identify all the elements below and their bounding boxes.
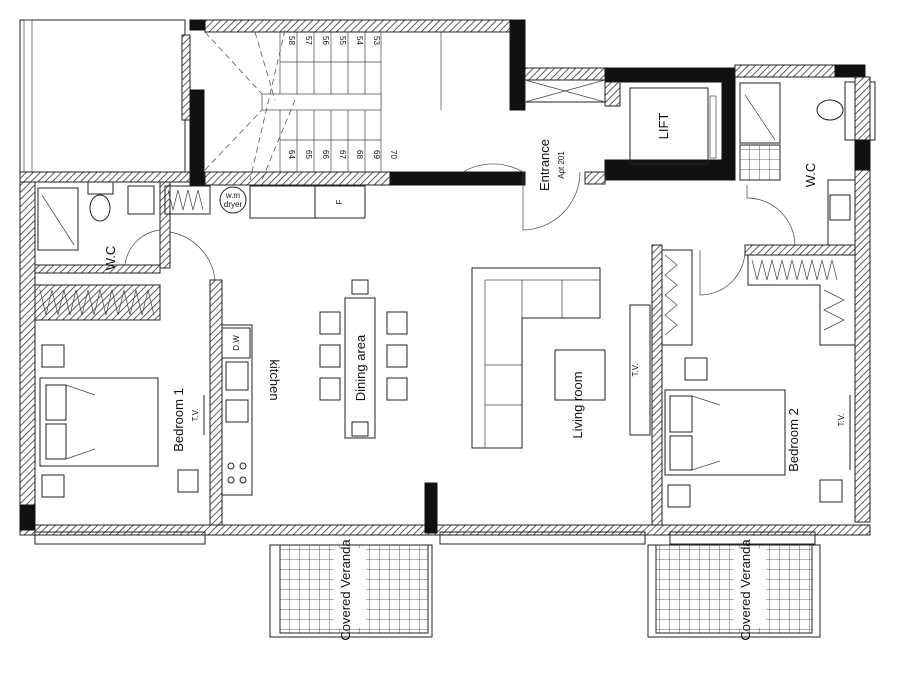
wc-left-label: W.C [103, 246, 118, 271]
stair-number: 54 [355, 36, 364, 45]
bedroom-2: T.V. Bedroom 2 [651, 244, 856, 526]
stair-number: 69 [372, 150, 381, 159]
stair-number: 64 [287, 150, 296, 159]
dryer-label-1: w.m [225, 191, 241, 200]
stair-number: 66 [321, 150, 330, 159]
living-label: Living room [570, 371, 585, 438]
stairwell: 58 57 56 55 54 53 64 65 66 67 68 69 70 [189, 19, 526, 186]
stair-number: 65 [304, 150, 313, 159]
veranda-left: Covered Veranda [269, 539, 433, 641]
dryer-label-2: dryer [224, 200, 243, 209]
top-balcony [19, 19, 191, 173]
tv-living-label: T.V. [631, 363, 640, 376]
living-room: T.V. Living room [471, 267, 651, 449]
veranda-right-label: Covered Veranda [738, 539, 753, 641]
tv-bedroom1-label: T.V. [191, 408, 200, 421]
bedroom-2-label: Bedroom 2 [786, 408, 801, 472]
stair-number: 67 [338, 150, 347, 159]
bedroom-1-label: Bedroom 1 [171, 388, 186, 452]
wc-right-label: W.C [803, 163, 818, 188]
tv-bedroom2-label: T.V. [837, 413, 846, 426]
dishwasher-label: D.W [232, 335, 241, 351]
entrance-label: Entrance [537, 139, 552, 191]
stair-number: 57 [304, 36, 313, 45]
apt-label: Apt 201 [557, 151, 566, 179]
stair-number: 56 [321, 36, 330, 45]
lift-label: LIFT [656, 113, 671, 140]
wc-left: W.C w.m dryer F [34, 181, 366, 281]
stair-number: 70 [389, 150, 398, 159]
stair-number: 68 [355, 150, 364, 159]
wc-right: W.C [734, 64, 876, 246]
fridge-label: F [335, 199, 344, 204]
stair-number: 53 [372, 36, 381, 45]
stair-number: 58 [287, 36, 296, 45]
veranda-right: Covered Veranda [647, 539, 821, 641]
bedroom-1: T.V. Bedroom 1 [34, 279, 223, 526]
dining-label: Dining area [353, 334, 368, 401]
kitchen-label: kitchen [267, 359, 282, 400]
veranda-left-label: Covered Veranda [338, 539, 353, 641]
stair-number: 55 [338, 36, 347, 45]
dining-area: Dining area [319, 279, 408, 439]
entrance-lift: LIFT Entrance Apt 201 [462, 67, 736, 231]
kitchen: D.W kitchen [221, 324, 282, 496]
outer-walls [19, 76, 871, 545]
